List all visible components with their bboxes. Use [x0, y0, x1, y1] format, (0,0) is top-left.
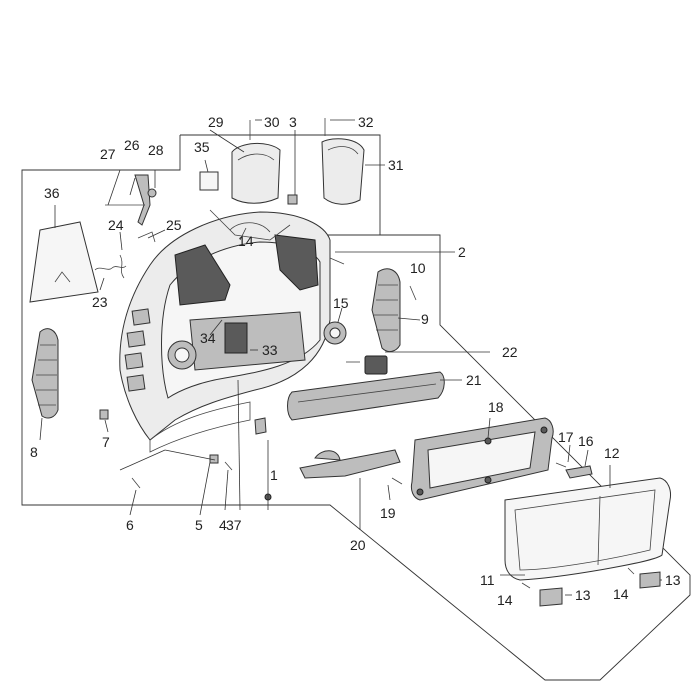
spring-23: [94, 265, 127, 271]
screw-4: [224, 461, 233, 471]
label-19: 19: [380, 505, 396, 521]
panel-36: [29, 221, 99, 303]
label-25: 25: [166, 217, 182, 233]
label-14c: 14: [238, 233, 254, 249]
lock-22: [364, 355, 388, 375]
screw-2: [329, 257, 345, 265]
glove-box-lid-right: [321, 138, 365, 205]
screw-6: [131, 477, 141, 489]
label-11: 11: [480, 572, 495, 588]
label-9: 9: [421, 311, 429, 327]
clip-3: [287, 194, 298, 205]
label-27: 27: [100, 146, 116, 162]
side-grille-right: [371, 268, 401, 353]
label-33: 33: [262, 342, 278, 358]
label-20: 20: [350, 537, 366, 553]
clip-16: [565, 465, 593, 479]
label-35: 35: [194, 139, 210, 155]
leg-shield-body: [119, 209, 331, 453]
clip-35: [199, 171, 219, 191]
label-16: 16: [578, 433, 594, 449]
label-32: 32: [358, 114, 374, 130]
screw-19: [391, 477, 403, 485]
label-22: 22: [502, 344, 518, 360]
screw-10: [409, 285, 417, 301]
label-26: 26: [124, 137, 140, 153]
label-34: 34: [200, 330, 216, 346]
label-6: 6: [126, 517, 134, 533]
clip-7: [99, 409, 109, 420]
label-13a: 13: [575, 587, 591, 603]
label-7: 7: [102, 434, 110, 450]
screw-14b: [627, 567, 635, 575]
label-23: 23: [92, 294, 108, 310]
label-24: 24: [108, 217, 124, 233]
label-21: 21: [466, 372, 482, 388]
spring-24: [119, 254, 125, 279]
label-30: 30: [264, 114, 280, 130]
hinge-26: [134, 174, 151, 226]
label-37: 37: [226, 517, 242, 533]
mirror-frame: [410, 417, 554, 501]
small-hardware: [94, 118, 661, 607]
label-8: 8: [30, 444, 38, 460]
label-36: 36: [44, 185, 60, 201]
nut-28: [147, 188, 157, 198]
label-2: 2: [458, 244, 466, 260]
label-18: 18: [488, 399, 504, 415]
label-12: 12: [604, 445, 620, 461]
part-number-labels: 1 2 3 4 5 6 7 8 9 10 11 12 13 13 14 14 1…: [30, 114, 681, 608]
label-29: 29: [208, 114, 224, 130]
label-15: 15: [333, 295, 349, 311]
bracket-37: [254, 417, 267, 435]
screw-14a: [521, 582, 531, 589]
label-31: 31: [388, 157, 404, 173]
label-17: 17: [558, 429, 574, 445]
clip-13a: [539, 587, 563, 607]
trim-strip: [287, 371, 445, 421]
label-14a: 14: [497, 592, 513, 608]
label-4: 4: [219, 517, 227, 533]
support-bracket: [299, 449, 401, 479]
label-10: 10: [410, 260, 426, 276]
label-3: 3: [289, 114, 297, 130]
label-1: 1: [270, 467, 278, 483]
label-14b: 14: [613, 586, 629, 602]
screw-17: [555, 462, 567, 468]
side-grille-left: [31, 328, 59, 419]
front-panel: [504, 477, 671, 581]
link-25: [137, 231, 156, 243]
leader-lines: [39, 119, 662, 596]
label-13b: 13: [665, 572, 681, 588]
clip-13b: [639, 571, 661, 589]
label-28: 28: [148, 142, 164, 158]
label-5: 5: [195, 517, 203, 533]
glove-box-lid-left: [231, 143, 281, 204]
